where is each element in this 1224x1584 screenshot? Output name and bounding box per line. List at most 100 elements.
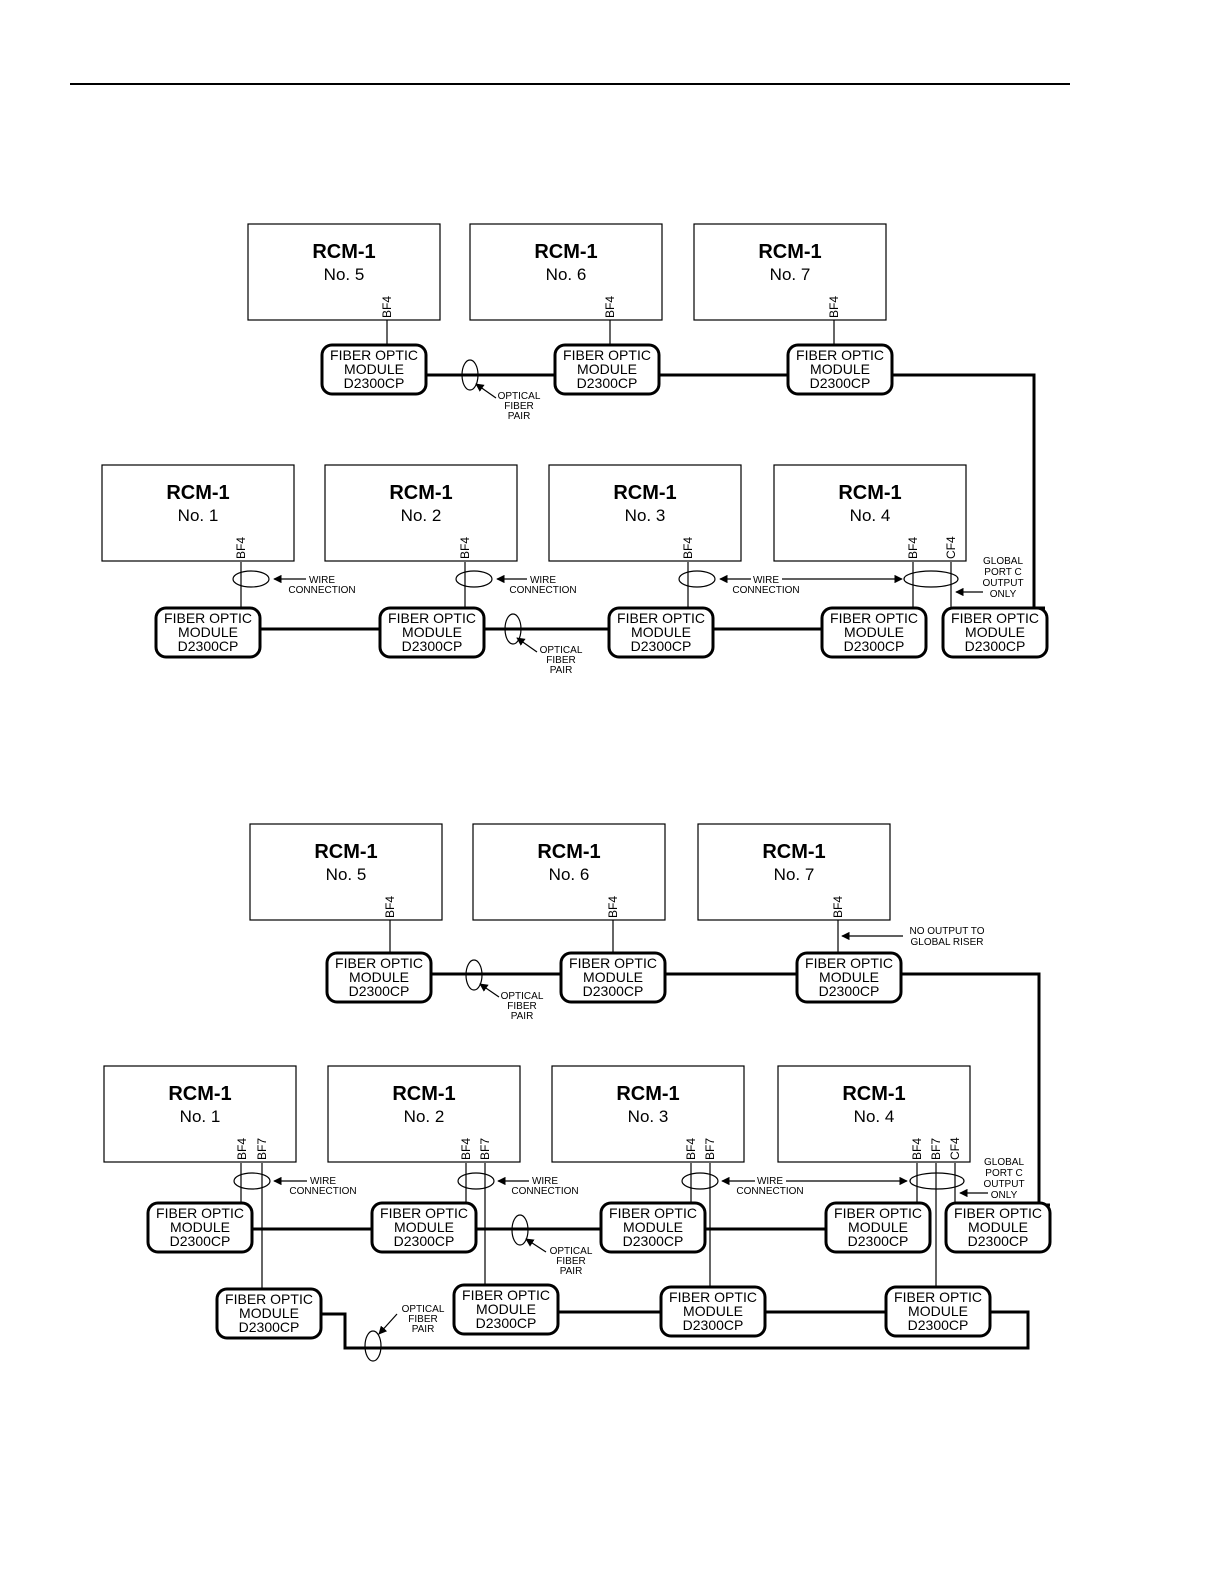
port-label: BF4: [831, 896, 845, 918]
fiber-optic-module: FIBER OPTIC MODULE D2300CP: [884, 1285, 992, 1338]
rcm-number: No. 5: [324, 265, 365, 284]
figure-1-connections: [240, 320, 1045, 631]
module-label: D2300CP: [402, 638, 463, 654]
port-label: BF4: [458, 537, 472, 559]
rcm-number: No. 1: [178, 506, 219, 525]
module-label: MODULE: [968, 1219, 1028, 1235]
annotation-text: FIBER: [546, 655, 575, 666]
port-label: BF4: [681, 537, 695, 559]
global-port-c-annotation: GLOBAL PORT C OUTPUT ONLY: [955, 556, 1024, 600]
rcm-number: No. 3: [628, 1107, 669, 1126]
figure-1: RCM-1 No. 5 BF4 RCM-1 No. 6 BF4 RCM-1 No…: [101, 223, 1049, 676]
module-label: D2300CP: [965, 638, 1026, 654]
rcm-title: RCM-1: [842, 1083, 905, 1105]
annotation-text: PORT C: [984, 567, 1021, 578]
module-label: FIBER OPTIC: [225, 1291, 313, 1307]
module-label: MODULE: [178, 624, 238, 640]
module-label: MODULE: [349, 969, 409, 985]
annotation-text: PAIR: [412, 1324, 435, 1335]
fiber-optic-module: FIBER OPTIC MODULE D2300CP: [824, 1201, 932, 1254]
fiber-optic-module: FIBER OPTIC MODULE D2300CP: [820, 606, 928, 659]
annotation-text: WIRE: [530, 575, 556, 586]
module-label: MODULE: [908, 1303, 968, 1319]
rcm-unit: RCM-1 No. 6 BF4: [472, 823, 666, 921]
annotation-text: FIBER: [556, 1256, 585, 1267]
rcm-number: No. 2: [404, 1107, 445, 1126]
module-label: MODULE: [819, 969, 879, 985]
annotation-text: CONNECTION: [509, 585, 576, 596]
rcm-title: RCM-1: [534, 241, 597, 263]
annotation-text: OPTICAL: [550, 1246, 593, 1257]
module-label: D2300CP: [819, 983, 880, 999]
module-label: D2300CP: [349, 983, 410, 999]
rcm-unit: RCM-1 No. 5 BF4: [249, 823, 443, 921]
wire-connection-annotation: WIRE CONNECTION: [232, 570, 356, 596]
port-label: BF4: [827, 296, 841, 318]
rcm-number: No. 1: [180, 1107, 221, 1126]
fiber-optic-module: FIBER OPTIC MODULE D2300CP: [553, 343, 661, 396]
annotation-text: GLOBAL: [983, 556, 1023, 567]
module-label: FIBER OPTIC: [830, 610, 918, 626]
port-label: BF4: [234, 537, 248, 559]
rcm-number: No. 2: [401, 506, 442, 525]
port-label: BF4: [383, 896, 397, 918]
module-label: D2300CP: [394, 1233, 455, 1249]
annotation-text: FIBER: [507, 1001, 536, 1012]
no-output-annotation: NO OUTPUT TO GLOBAL RISER: [841, 926, 985, 948]
rcm-title: RCM-1: [314, 841, 377, 863]
rcm-title: RCM-1: [613, 482, 676, 504]
wire-connection-annotation: WIRE CONNECTION: [455, 570, 577, 596]
fiber-optic-module: FIBER OPTIC MODULE D2300CP: [320, 343, 428, 396]
annotation-text: WIRE: [532, 1176, 558, 1187]
fiber-optic-module: FIBER OPTIC MODULE D2300CP: [154, 606, 262, 659]
annotation-text: WIRE: [310, 1176, 336, 1187]
fiber-optic-module: FIBER OPTIC MODULE D2300CP: [607, 606, 715, 659]
rcm-title: RCM-1: [616, 1083, 679, 1105]
module-label: D2300CP: [170, 1233, 231, 1249]
module-label: FIBER OPTIC: [609, 1205, 697, 1221]
port-label: BF4: [459, 1138, 473, 1160]
port-label: BF7: [478, 1138, 492, 1160]
module-label: FIBER OPTIC: [380, 1205, 468, 1221]
fiber-optic-module: FIBER OPTIC MODULE D2300CP: [370, 1201, 478, 1254]
annotation-text: CONNECTION: [289, 1186, 356, 1197]
wire-connection-annotation: WIRE CONNECTION: [678, 570, 959, 596]
fiber-optic-module: FIBER OPTIC MODULE D2300CP: [378, 606, 486, 659]
module-label: MODULE: [844, 624, 904, 640]
annotation-text: PAIR: [508, 411, 531, 422]
module-label: FIBER OPTIC: [805, 955, 893, 971]
annotation-text: PAIR: [560, 1266, 583, 1277]
annotation-text: WIRE: [757, 1176, 783, 1187]
annotation-text: OUTPUT: [983, 1179, 1024, 1190]
module-label: MODULE: [810, 361, 870, 377]
annotation-text: PAIR: [511, 1011, 534, 1022]
rcm-title: RCM-1: [312, 241, 375, 263]
rcm-title: RCM-1: [389, 482, 452, 504]
fiber-optic-module: FIBER OPTIC MODULE D2300CP: [215, 1287, 323, 1340]
fiber-optic-module: FIBER OPTIC MODULE D2300CP: [795, 951, 903, 1004]
annotation-text: ONLY: [990, 589, 1017, 600]
rcm-number: No. 7: [774, 865, 815, 884]
fiber-optic-module: FIBER OPTIC MODULE D2300CP: [325, 951, 433, 1004]
module-label: D2300CP: [577, 375, 638, 391]
port-label: BF4: [684, 1138, 698, 1160]
module-label: FIBER OPTIC: [617, 610, 705, 626]
port-label: BF7: [255, 1138, 269, 1160]
module-label: D2300CP: [623, 1233, 684, 1249]
fiber-optic-module: FIBER OPTIC MODULE D2300CP: [146, 1201, 254, 1254]
rcm-unit: RCM-1 No. 2 BF4: [324, 464, 518, 562]
module-label: FIBER OPTIC: [954, 1205, 1042, 1221]
fiber-optic-module: FIBER OPTIC MODULE D2300CP: [944, 1201, 1052, 1254]
annotation-text: OPTICAL: [498, 391, 541, 402]
annotation-text: CONNECTION: [732, 585, 799, 596]
optical-fiber-pair-annotation: OPTICAL FIBER PAIR: [504, 613, 583, 676]
module-label: MODULE: [476, 1301, 536, 1317]
fiber-optic-module: FIBER OPTIC MODULE D2300CP: [559, 951, 667, 1004]
annotation-text: WIRE: [309, 575, 335, 586]
annotation-text: GLOBAL RISER: [911, 937, 984, 948]
module-label: D2300CP: [476, 1315, 537, 1331]
module-label: MODULE: [344, 361, 404, 377]
rcm-number: No. 6: [549, 865, 590, 884]
module-label: MODULE: [577, 361, 637, 377]
module-label: MODULE: [402, 624, 462, 640]
